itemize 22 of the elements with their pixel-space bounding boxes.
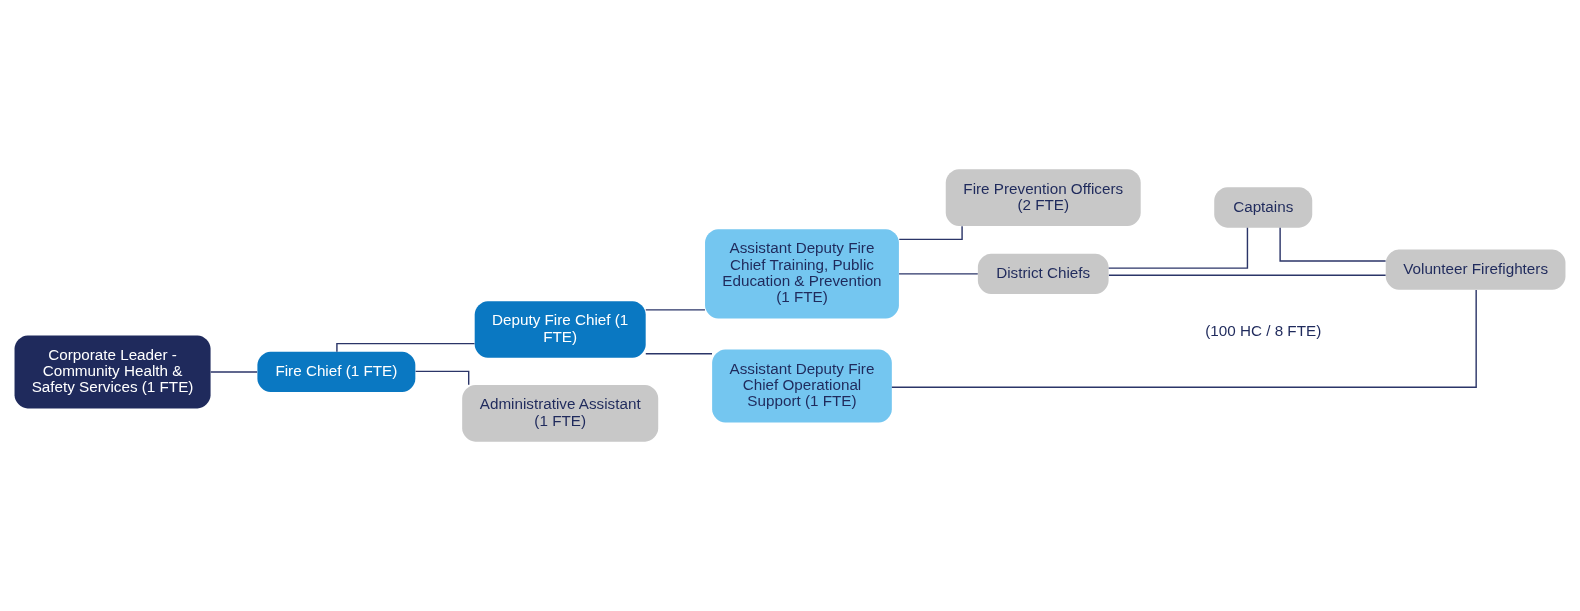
node-box: Corporate Leader - Community Health & Safety Services (1 FTE) <box>14 335 211 409</box>
node-box: Captains <box>1214 187 1313 228</box>
connector <box>1108 274 1387 277</box>
node-box: Administrative Assistant (1 FTE) <box>462 385 659 442</box>
connector <box>336 342 476 353</box>
connector <box>414 370 470 386</box>
connector <box>1107 226 1249 269</box>
connector <box>645 309 706 311</box>
node-box: Assistant Deputy Fire Chief Training, Public Education & Prevention (1 FTE) <box>705 229 899 319</box>
connector <box>210 371 258 373</box>
connector <box>898 225 963 241</box>
connector <box>645 353 713 355</box>
label: (100 HC / 8 FTE) <box>1205 321 1322 339</box>
node-box: Assistant Deputy Fire Chief Operational Support (1 FTE) <box>712 349 892 423</box>
connector <box>891 289 1477 388</box>
node-box: Volunteer Firefighters <box>1385 249 1566 290</box>
connector <box>1279 227 1387 262</box>
connector <box>898 273 979 275</box>
node-box: District Chiefs <box>977 253 1109 295</box>
node-box: Fire Prevention Officers (2 FTE) <box>945 169 1141 226</box>
node-box: Fire Chief (1 FTE) <box>257 351 416 393</box>
node-box: Deputy Fire Chief (1 FTE) <box>474 301 646 358</box>
